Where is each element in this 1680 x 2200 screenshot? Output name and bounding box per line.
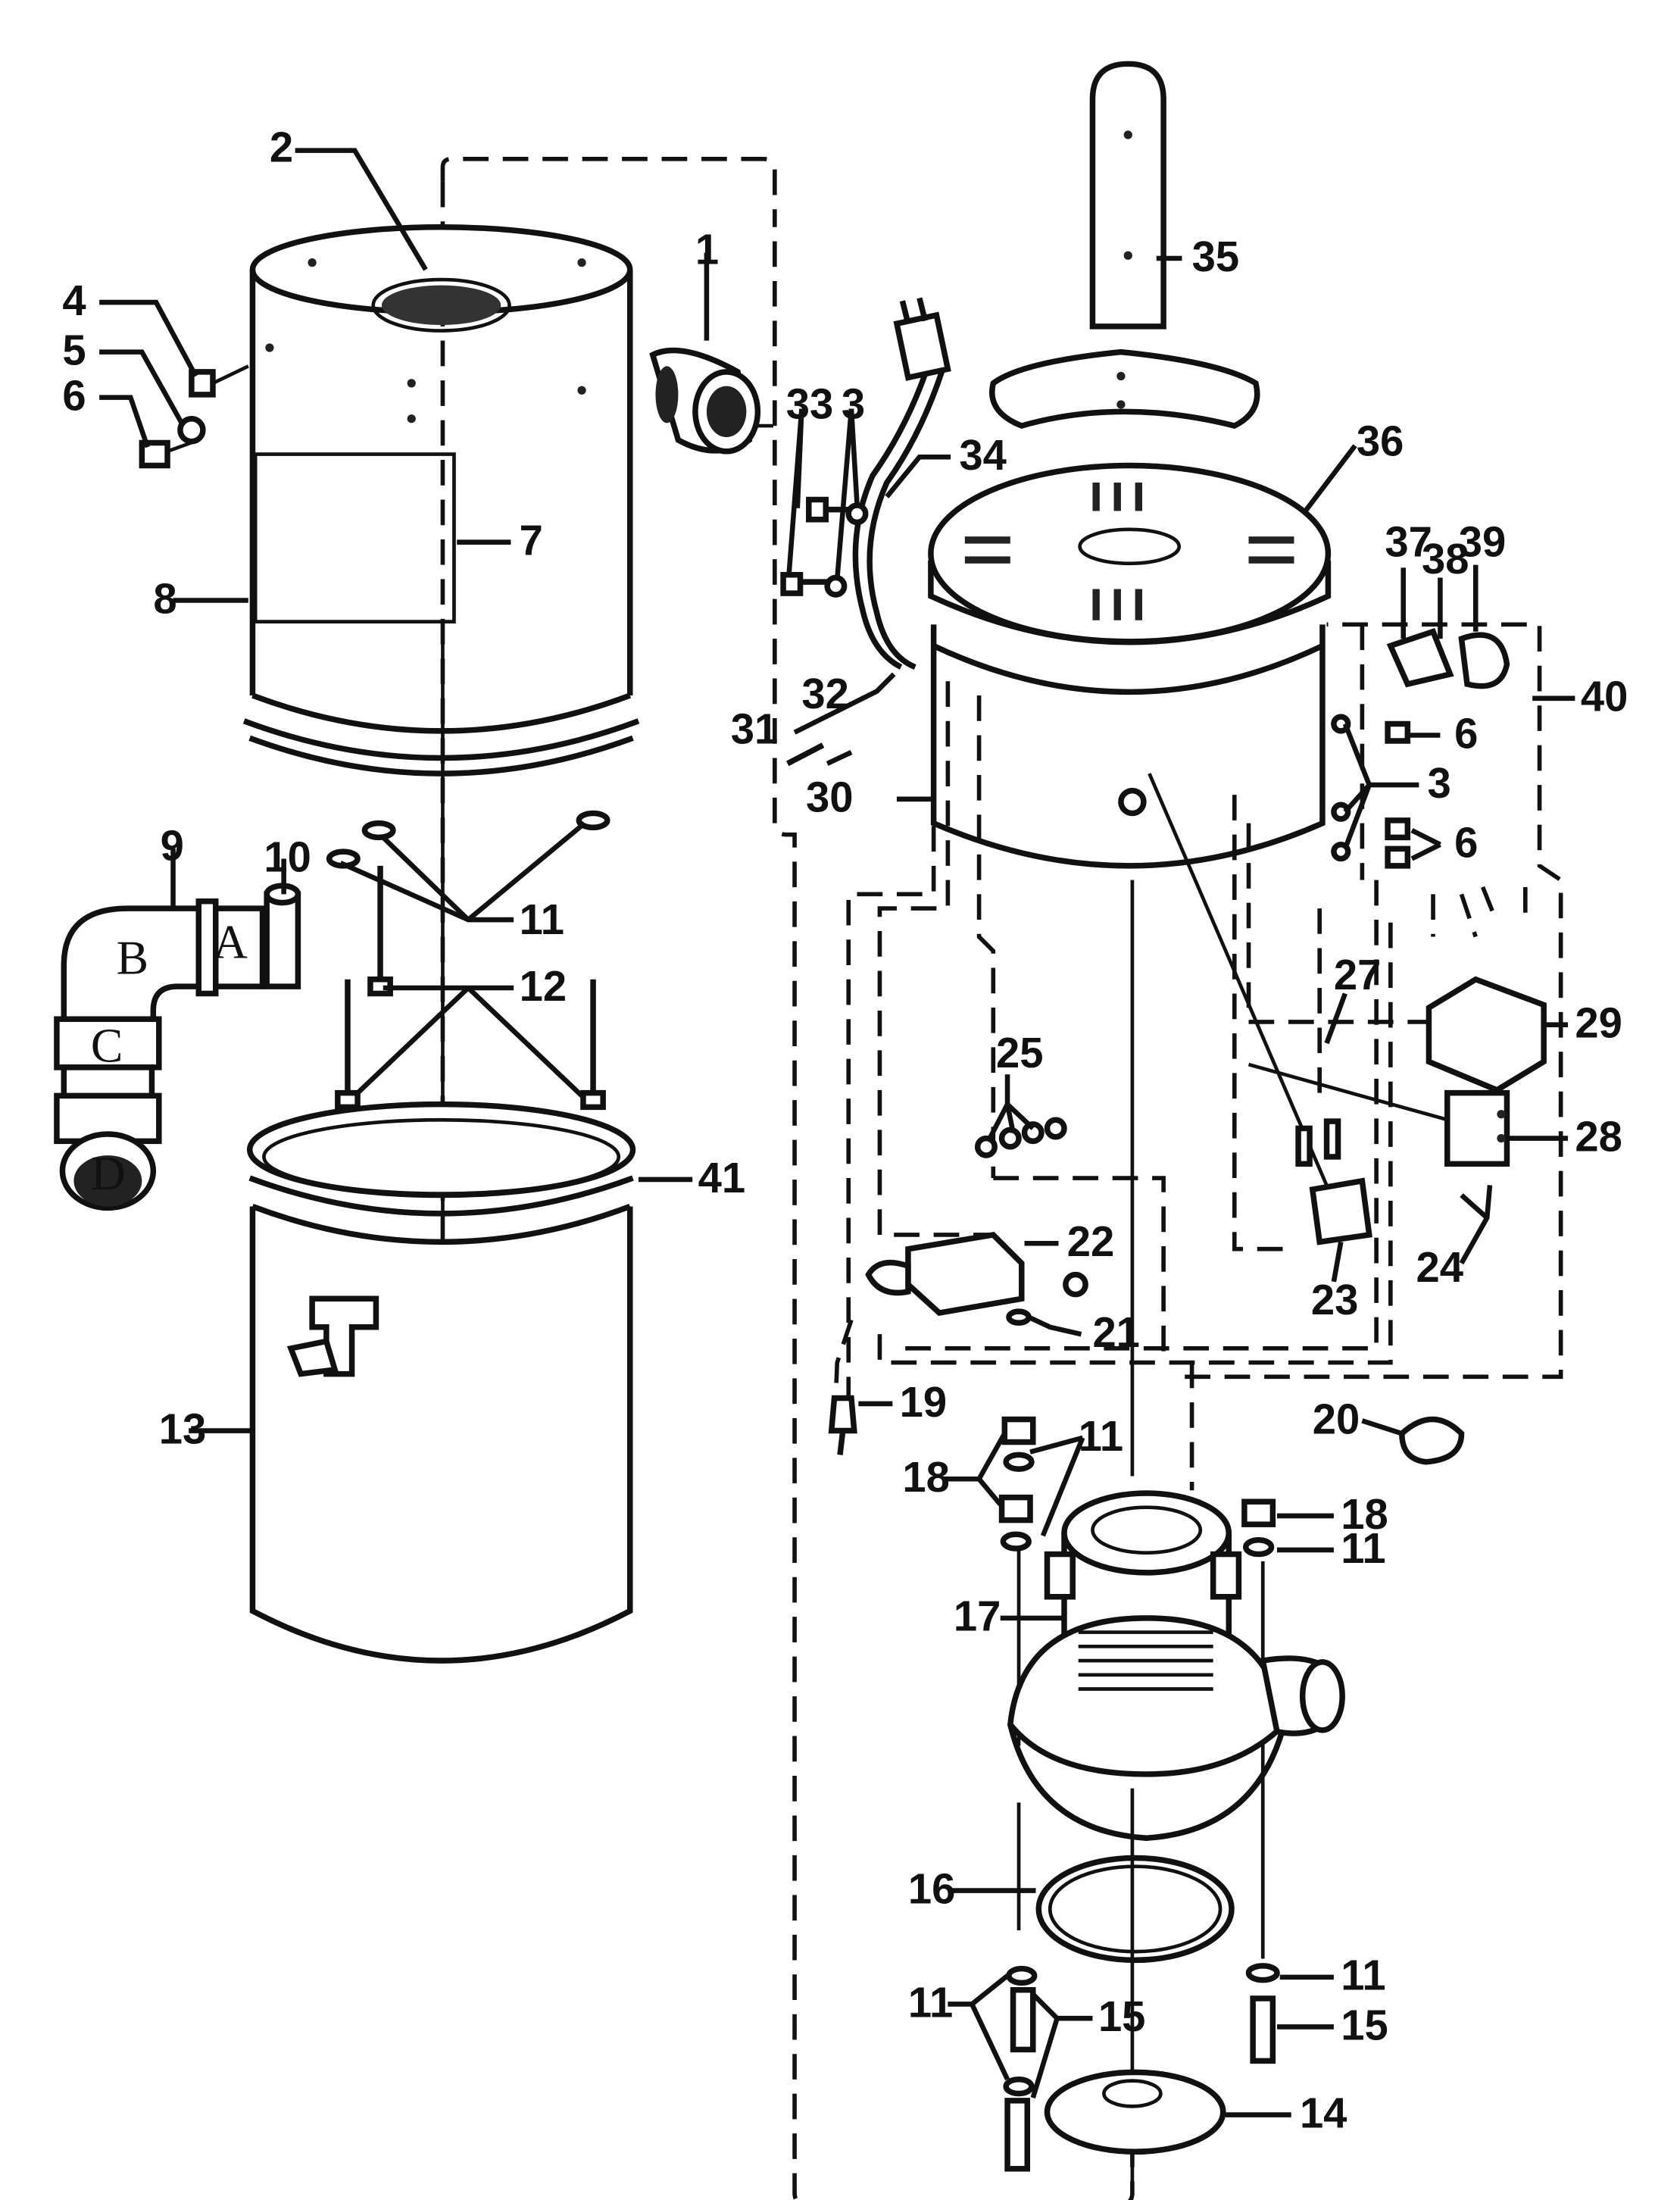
- callout-39: 39: [1459, 517, 1506, 565]
- callout-35: 35: [1192, 233, 1239, 280]
- callout-25: 25: [996, 1029, 1043, 1077]
- elbow-letter-a: A: [213, 915, 248, 969]
- callout-9: 9: [161, 821, 184, 869]
- callout-labels: 2 1 4 5 6 7 8 9 10 11 12 41 13 33 3 34 3…: [62, 123, 1628, 2137]
- callout-11-motor-left: 11: [1079, 1412, 1123, 1460]
- inlet-fitting: [649, 347, 761, 455]
- elbow-letter-d: D: [91, 1146, 126, 1200]
- callout-11-upper: 11: [520, 895, 564, 943]
- callout-20: 20: [1313, 1395, 1360, 1442]
- callout-5: 5: [62, 326, 86, 373]
- power-cord: [852, 297, 951, 670]
- vent-slots: [964, 483, 1294, 620]
- callout-22: 22: [1067, 1217, 1114, 1265]
- callout-14: 14: [1300, 2089, 1347, 2136]
- callout-3-right: 3: [1428, 759, 1451, 807]
- callout-28: 28: [1575, 1112, 1622, 1160]
- callout-11-lower-left: 11: [908, 1978, 953, 2026]
- callout-13: 13: [159, 1405, 206, 1452]
- callout-15-left: 15: [1098, 1992, 1145, 2040]
- callout-24: 24: [1416, 1243, 1463, 1291]
- spacers-lower: [1003, 1963, 1280, 2172]
- callout-34: 34: [959, 431, 1006, 479]
- callout-11-lower-right: 11: [1341, 1952, 1385, 1999]
- callout-30: 30: [806, 773, 853, 821]
- callout-31: 31: [731, 705, 778, 753]
- elbow-letter-c: C: [91, 1018, 123, 1072]
- callout-4: 4: [62, 277, 86, 324]
- callout-6-right-lower: 6: [1454, 819, 1478, 867]
- callout-7: 7: [520, 517, 543, 564]
- callout-21: 21: [1092, 1308, 1139, 1356]
- connector-and-clip: [828, 1395, 1465, 1465]
- relay-box: [865, 1231, 1088, 1326]
- callout-12: 12: [520, 962, 567, 1010]
- handle: [989, 61, 1260, 430]
- lower-canister: [246, 1101, 636, 1664]
- elbow-fitting: A B C D: [54, 898, 266, 1211]
- motor-housing: [928, 462, 1332, 869]
- callout-3-top: 3: [842, 380, 865, 428]
- callout-41: 41: [698, 1154, 745, 1202]
- callout-29: 29: [1575, 999, 1622, 1047]
- callout-6-right-upper: 6: [1454, 709, 1478, 757]
- callout-15-right: 15: [1341, 2001, 1388, 2048]
- base-pad: [1044, 2069, 1226, 2155]
- callout-40: 40: [1581, 673, 1628, 720]
- leader-lines: [99, 148, 1575, 2117]
- vacuum-motor: [1007, 1490, 1345, 1842]
- callout-2: 2: [270, 123, 293, 171]
- callout-37: 37: [1385, 517, 1432, 565]
- label-plate: [253, 452, 456, 623]
- callout-8: 8: [153, 574, 176, 622]
- callout-18-right: 18: [1341, 1490, 1388, 1538]
- callout-32: 32: [801, 670, 848, 717]
- screw-washer-set-left: [139, 364, 249, 469]
- callout-27: 27: [1334, 951, 1381, 998]
- callout-19: 19: [900, 1378, 947, 1426]
- upper-canister: [242, 224, 640, 777]
- gasket-ring: [1035, 1855, 1235, 1964]
- callout-16: 16: [908, 1864, 955, 1912]
- callout-10: 10: [264, 833, 311, 880]
- motor-nuts-washers: [998, 1416, 1276, 1558]
- motor-windings: [1078, 1630, 1213, 1691]
- callout-6: 6: [62, 371, 86, 419]
- callout-38: 38: [1422, 535, 1469, 583]
- callout-1: 1: [695, 225, 719, 273]
- electrical-components: [1295, 976, 1547, 1245]
- callout-23: 23: [1311, 1276, 1358, 1323]
- callout-11-motor-right: 11: [1341, 1524, 1385, 1572]
- callout-17: 17: [954, 1592, 1001, 1640]
- elbow-letter-b: B: [117, 930, 148, 984]
- callout-33: 33: [786, 380, 833, 428]
- callout-36: 36: [1357, 417, 1404, 464]
- switch-assembly: [1386, 628, 1510, 689]
- bolts-and-washers-upper: [326, 810, 610, 1111]
- callout-18-left: 18: [902, 1453, 949, 1501]
- ring-terminals: [974, 1117, 1067, 1158]
- housing-fasteners: [780, 496, 1411, 869]
- hose-clamp: [264, 883, 301, 989]
